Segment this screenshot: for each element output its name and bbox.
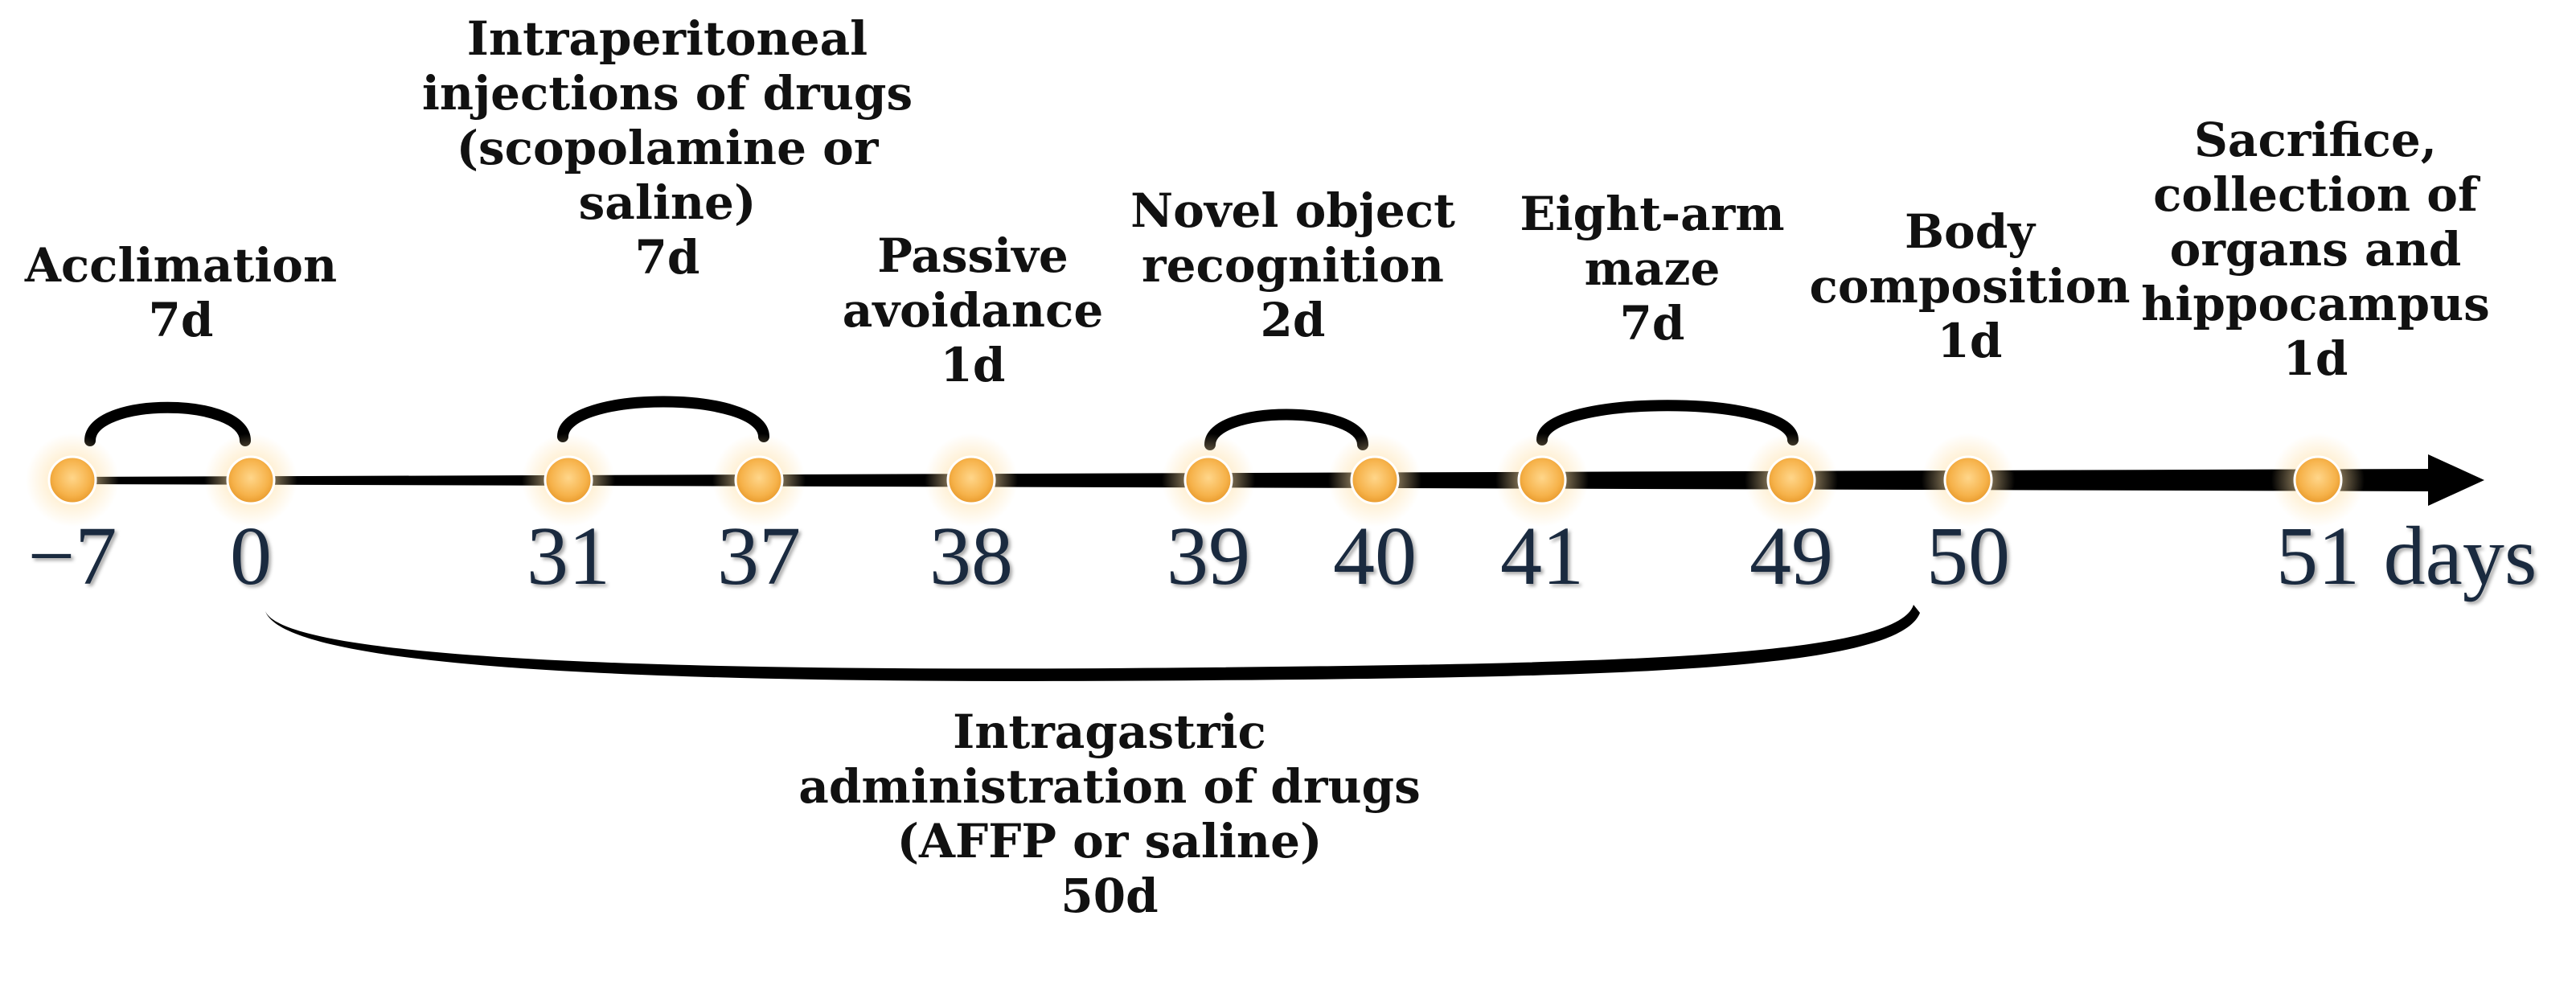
day-tick-label: 49 bbox=[1749, 510, 1833, 602]
timeline-dot bbox=[544, 455, 593, 505]
day-tick-label: 50 bbox=[1926, 510, 2010, 602]
timeline-dot bbox=[946, 455, 996, 505]
timeline-dot bbox=[1350, 455, 1400, 505]
sacrifice-label-line: collection of bbox=[2153, 167, 2478, 222]
day-tick-label: −7 bbox=[27, 510, 117, 602]
passive-avoidance-label-line: Passive bbox=[877, 228, 1069, 283]
timeline-dot bbox=[1183, 455, 1233, 505]
intragastric-label-line: administration of drugs bbox=[798, 759, 1421, 814]
timeline-dot bbox=[1943, 455, 1993, 505]
acclimation-label-line: 7d bbox=[148, 293, 214, 347]
intragastric-bracket bbox=[265, 605, 1920, 681]
day-tick-label: 41 bbox=[1500, 510, 1584, 602]
sacrifice-label-line: Sacrifice, bbox=[2194, 113, 2437, 167]
intraperitoneal-label-line: (scopolamine or bbox=[456, 121, 879, 175]
body-composition-label-line: composition bbox=[1809, 259, 2131, 314]
intraperitoneal-label-line: 7d bbox=[634, 230, 700, 285]
intraperitoneal-label-line: saline) bbox=[578, 175, 757, 230]
intragastric-label-line: 50d bbox=[1060, 869, 1159, 923]
timeline-dot bbox=[226, 455, 276, 505]
day-tick-label: 0 bbox=[230, 510, 272, 602]
timeline-dot bbox=[47, 455, 97, 505]
body-composition-label-line: 1d bbox=[1937, 314, 2003, 368]
eight-arm-label-line: 7d bbox=[1619, 296, 1685, 351]
novel-object-label-line: 2d bbox=[1260, 293, 1326, 347]
day-tick-label: 40 bbox=[1333, 510, 1417, 602]
day-tick-label: 39 bbox=[1167, 510, 1250, 602]
body-composition-label-line: Body bbox=[1905, 204, 2035, 259]
passive-avoidance-label-line: 1d bbox=[940, 338, 1006, 392]
sacrifice-label-line: 1d bbox=[2283, 331, 2348, 386]
eight-arm-label-line: maze bbox=[1584, 241, 1721, 296]
acclimation-bracket bbox=[84, 401, 251, 446]
eight-arm-bracket bbox=[1536, 400, 1799, 446]
intraperitoneal-label-line: injections of drugs bbox=[421, 66, 913, 121]
intraperitoneal-label-line: Intraperitoneal bbox=[466, 11, 868, 66]
sacrifice-label-line: hippocampus bbox=[2141, 277, 2490, 331]
sacrifice-label-line: organs and bbox=[2169, 222, 2462, 277]
eight-arm-label-line: Eight-arm bbox=[1520, 187, 1785, 241]
passive-avoidance-label-line: avoidance bbox=[842, 283, 1104, 338]
timeline-dot bbox=[1766, 455, 1816, 505]
day-tick-label: 38 bbox=[929, 510, 1013, 602]
day-tick-label: 31 bbox=[527, 510, 610, 602]
day-tick-label: 51 bbox=[2276, 510, 2360, 602]
novel-object-label-line: recognition bbox=[1142, 238, 1444, 293]
timeline-dot bbox=[2293, 455, 2343, 505]
novel-object-label-line: Novel object bbox=[1130, 183, 1455, 238]
intraperitoneal-bracket bbox=[557, 396, 769, 442]
novel-object-bracket bbox=[1204, 409, 1368, 450]
intragastric-label-line: Intragastric bbox=[953, 704, 1266, 759]
timeline-dot bbox=[1517, 455, 1567, 505]
timeline-dot bbox=[734, 455, 784, 505]
intragastric-label-line: (AFFP or saline) bbox=[896, 814, 1323, 869]
timeline-arrowhead bbox=[2428, 454, 2484, 506]
day-tick-label: 37 bbox=[717, 510, 801, 602]
days-unit-label: days bbox=[2383, 510, 2537, 602]
acclimation-label-line: Acclimation bbox=[24, 238, 338, 293]
